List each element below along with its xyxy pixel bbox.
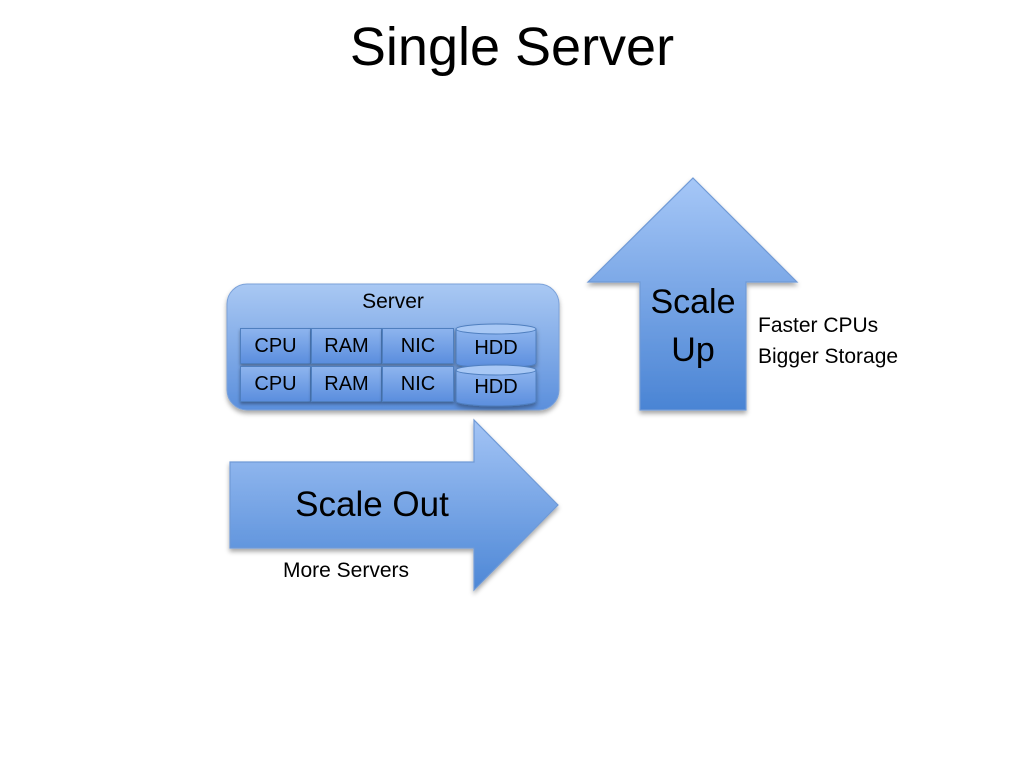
scale-up-note-1: Faster CPUs bbox=[758, 314, 879, 337]
hdd-disk-2 bbox=[455, 364, 537, 407]
hdd-label: HDD bbox=[474, 376, 518, 398]
scale-out-arrow bbox=[229, 418, 559, 592]
scale-out-label: Scale Out bbox=[295, 485, 449, 524]
hdd-disk-1 bbox=[455, 323, 537, 369]
scale-up-line-1: Scale bbox=[650, 283, 736, 321]
scale-out-note: More Servers bbox=[283, 559, 410, 582]
scale-up-line-2: Up bbox=[671, 331, 715, 369]
server-title: Server bbox=[362, 290, 424, 313]
scale-up-notes: Faster CPUs Bigger Storage bbox=[758, 310, 898, 372]
nic-block: NIC bbox=[382, 328, 454, 364]
scale-up-arrow bbox=[586, 177, 799, 411]
nic-block: NIC bbox=[382, 366, 454, 402]
cpu-block: CPU bbox=[240, 366, 311, 402]
slide-title: Single Server bbox=[349, 17, 675, 77]
ram-block: RAM bbox=[311, 366, 382, 402]
cpu-block: CPU bbox=[240, 328, 311, 364]
hdd-label: HDD bbox=[474, 337, 518, 359]
scale-up-label: Scale Up bbox=[640, 278, 746, 374]
scale-up-note-2: Bigger Storage bbox=[758, 345, 899, 368]
ram-block: RAM bbox=[311, 328, 382, 364]
